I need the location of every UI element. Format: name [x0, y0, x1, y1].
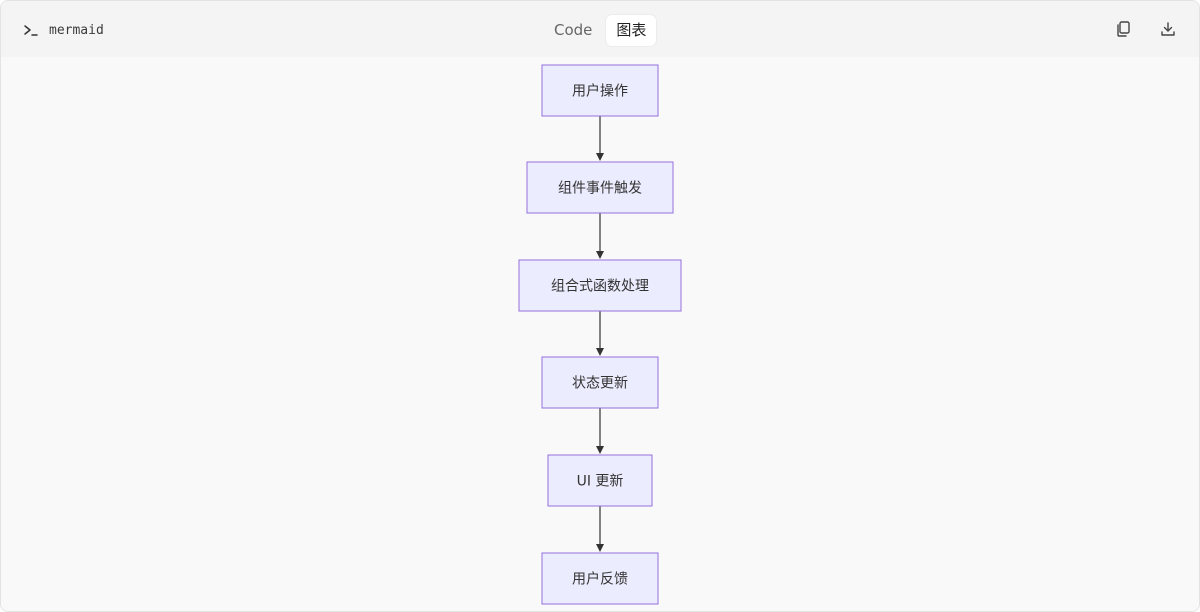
flow-node: 用户操作: [541, 64, 659, 117]
code-block-toolbar: mermaid Code 图表: [1, 1, 1199, 57]
flow-node-box: [541, 64, 659, 117]
flow-node-box: [526, 161, 674, 214]
flow-node: UI 更新: [547, 454, 653, 507]
terminal-prompt-icon: [24, 25, 38, 36]
copy-icon: [1117, 21, 1130, 37]
flow-node-label: 组合式函数处理: [551, 279, 649, 295]
flow-node: 组件事件触发: [526, 161, 674, 214]
flow-node: 状态更新: [541, 356, 659, 409]
download-icon: [1161, 22, 1175, 36]
diagram-canvas: 用户操作组件事件触发组合式函数处理状态更新 UI 更新用户反馈: [1, 57, 1199, 611]
flow-node-label: 状态更新: [572, 376, 628, 392]
flow-node-box: [541, 552, 659, 605]
flow-node-label: 用户反馈: [572, 571, 628, 588]
tab-code[interactable]: Code: [544, 15, 602, 46]
flow-node-box: [541, 356, 659, 409]
flow-node-box: [518, 259, 682, 312]
tab-diagram[interactable]: 图表: [606, 15, 657, 46]
flow-node: 用户反馈: [541, 552, 659, 605]
flow-node-label: 用户操作: [572, 83, 628, 100]
copy-button[interactable]: [1113, 18, 1135, 40]
toolbar-actions: [1113, 18, 1179, 40]
flow-node: 组合式函数处理: [518, 259, 682, 312]
language-indicator: mermaid: [23, 21, 104, 39]
download-button[interactable]: [1157, 18, 1179, 40]
language-label: mermaid: [49, 22, 104, 38]
flow-node-box: [547, 454, 653, 507]
view-toggle: Code 图表: [544, 15, 657, 46]
flow-node-label: UI 更新: [577, 474, 624, 490]
flow-node-label: 组件事件触发: [558, 181, 642, 197]
